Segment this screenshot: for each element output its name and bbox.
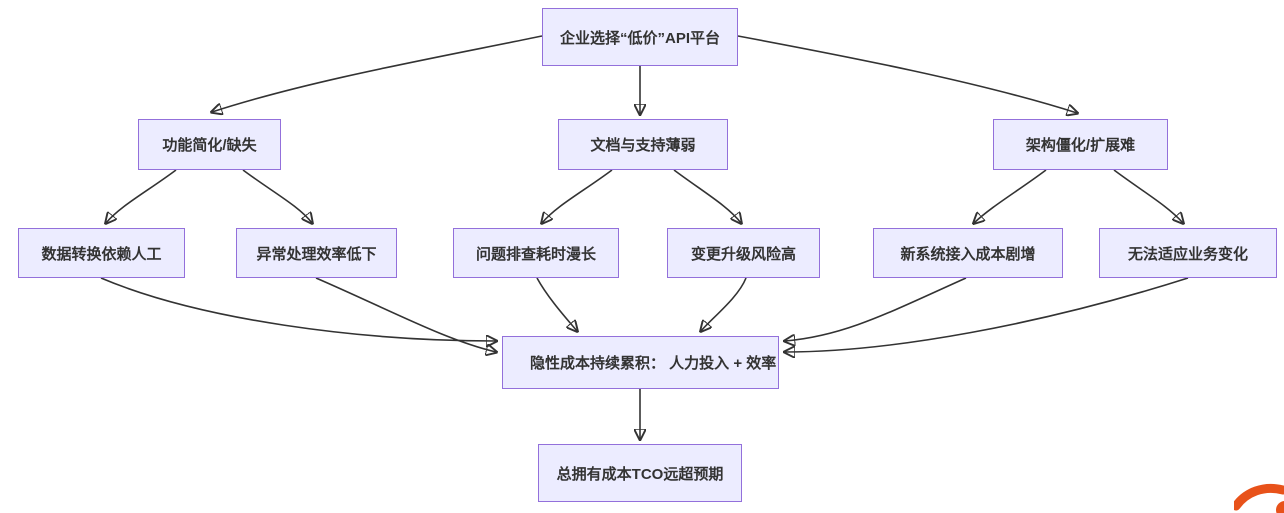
watermark-logo xyxy=(1234,475,1284,513)
edge-cause3-to-effect5 xyxy=(974,169,1047,223)
node-label: 企业选择“低价”API平台 xyxy=(559,29,720,47)
node-label: 文档与支持薄弱 xyxy=(590,137,696,154)
edge-root-to-cause3 xyxy=(737,35,1077,113)
edge-effect2-to-converge xyxy=(315,277,496,352)
logo-swoosh-icon xyxy=(1234,483,1284,511)
node-manual-data-conversion: 数据转换依赖人工 xyxy=(18,228,185,278)
edge-cause2-to-effect4 xyxy=(673,169,741,223)
edge-effect4-to-converge xyxy=(701,277,747,331)
node-label: 变更升级风险高 xyxy=(690,245,796,263)
node-weak-docs-support: 文档与支持薄弱 xyxy=(558,119,728,170)
node-label: 隐性成本持续累积： 人力投入 + 效率 xyxy=(530,355,777,372)
node-label: 功能简化/缺失 xyxy=(162,137,257,154)
node-inefficient-exception-handling: 异常处理效率低下 xyxy=(236,228,397,278)
edge-effect3-to-converge xyxy=(536,277,577,331)
node-costly-new-integration: 新系统接入成本剧增 xyxy=(873,228,1063,278)
node-feature-simplification: 功能简化/缺失 xyxy=(138,119,281,170)
node-risky-upgrades: 变更升级风险高 xyxy=(667,228,820,278)
logo-blob-icon xyxy=(1276,501,1284,513)
edge-cause1-to-effect2 xyxy=(242,169,312,223)
edge-cause1-to-effect1 xyxy=(106,169,177,223)
node-tco-exceeds-expectation: 总拥有成本TCO远超预期 xyxy=(538,444,742,502)
edge-cause3-to-effect6 xyxy=(1113,169,1183,223)
edge-root-to-cause1 xyxy=(212,35,543,112)
edge-effect5-to-converge xyxy=(785,277,967,341)
node-label: 数据转换依赖人工 xyxy=(41,245,162,263)
node-label: 总拥有成本TCO远超预期 xyxy=(556,465,724,483)
node-label: 新系统接入成本剧增 xyxy=(900,245,1036,263)
node-label: 架构僵化/扩展难 xyxy=(1025,137,1136,154)
node-rigid-architecture: 架构僵化/扩展难 xyxy=(993,119,1168,170)
edge-cause2-to-effect3 xyxy=(542,169,613,223)
edge-effect6-to-converge xyxy=(785,277,1189,352)
node-hidden-cost-accumulation: 隐性成本持续累积： 人力投入 + 效率 xyxy=(502,336,779,389)
node-label: 无法适应业务变化 xyxy=(1127,245,1248,263)
edge-effect1-to-converge xyxy=(100,277,496,341)
node-label: 异常处理效率低下 xyxy=(256,245,377,263)
node-long-troubleshooting: 问题排查耗时漫长 xyxy=(453,228,619,278)
node-cannot-adapt-business: 无法适应业务变化 xyxy=(1099,228,1277,278)
node-label: 问题排查耗时漫长 xyxy=(475,245,596,263)
node-low-price-api-choice: 企业选择“低价”API平台 xyxy=(542,8,738,66)
